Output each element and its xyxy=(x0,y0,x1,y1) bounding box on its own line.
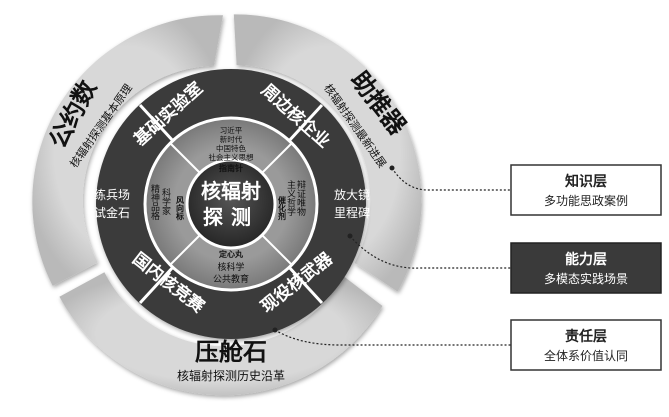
layer-knowledge-sub: 多功能思政案例 xyxy=(544,193,628,208)
inner-left-line-1: 科学家 xyxy=(160,187,171,215)
inner-bottom-tag: 定心丸 xyxy=(218,249,244,259)
inner-bottom-line-2: 公共教育 xyxy=(213,273,249,285)
connector-ability-dot xyxy=(347,233,353,239)
layer-ability-title: 能力层 xyxy=(565,251,607,268)
center-title-line1: 核辐射 xyxy=(201,179,261,203)
center-circle xyxy=(185,158,277,250)
inner-bottom: 定心丸 核科学 公共教育 xyxy=(213,249,249,285)
center-title-line2: 探测 xyxy=(203,205,259,229)
layer-ability-box xyxy=(510,242,662,294)
inner-top-line-1: 习近平 xyxy=(220,125,243,135)
inner-top-tag: 指南针 xyxy=(219,163,243,173)
outer-sector-left xyxy=(32,15,223,286)
layer-knowledge-title: 知识层 xyxy=(565,173,607,190)
outer-bottom-title: 压舱石 xyxy=(195,338,267,366)
layer-responsibility-box xyxy=(510,319,662,371)
outer-ring xyxy=(32,14,422,396)
layer-legend: 知识层 多功能思政案例 能力层 多模态实践场景 责任层 全体系价值认同 xyxy=(510,164,662,371)
middle-side-labels: 练兵场 试金石 放大镜 里程碑 xyxy=(94,187,370,220)
layer-responsibility-sub: 全体系价值认同 xyxy=(544,348,628,363)
middle-left-line-1: 练兵场 xyxy=(94,187,130,202)
inner-right-line-1: 辩证唯物 xyxy=(295,179,306,217)
outer-sector-right xyxy=(233,14,422,292)
layer-knowledge: 知识层 多功能思政案例 xyxy=(510,164,662,216)
inner-top-line-3: 中国特色 xyxy=(216,143,246,153)
inner-right-tag: 催化剂 xyxy=(278,195,287,221)
layer-knowledge-box xyxy=(510,164,662,216)
layer-ability: 能力层 多模态实践场景 xyxy=(510,242,662,294)
inner-bottom-line-1: 核科学 xyxy=(217,261,244,273)
connector-knowledge xyxy=(391,167,511,191)
layer-ability-sub: 多模态实践场景 xyxy=(544,271,628,286)
inner-right: 催化剂 辩证唯物 主义哲学 xyxy=(278,179,306,221)
inner-top-line-2: 新时代 xyxy=(220,134,243,144)
connectors xyxy=(274,167,511,346)
inner-left-tag: 风向标 xyxy=(176,196,185,221)
connector-dots xyxy=(272,165,395,333)
inner-right-line-2: 主义哲学 xyxy=(285,179,296,216)
outer-bottom-sub: 核辐射探测历史沿革 xyxy=(177,368,285,383)
middle-left-line-2: 试金石 xyxy=(94,205,130,220)
inner-top-line-4: 社会主义思想 xyxy=(209,152,254,162)
inner-top: 习近平 新时代 中国特色 社会主义思想 指南针 xyxy=(209,125,254,173)
middle-right-line-2: 里程碑 xyxy=(334,205,370,220)
inner-left: 风向标 科学家 精神品格 xyxy=(149,183,185,221)
middle-right-line-1: 放大镜 xyxy=(334,187,370,202)
connector-ability xyxy=(349,235,511,269)
connector-responsibility-dot xyxy=(272,327,278,333)
outer-sector-bottom xyxy=(59,272,383,396)
layer-responsibility-title: 责任层 xyxy=(565,328,607,345)
connector-knowledge-dot xyxy=(389,165,395,171)
inner-left-line-2: 精神品格 xyxy=(149,183,160,221)
layer-responsibility: 责任层 全体系价值认同 xyxy=(510,319,662,371)
